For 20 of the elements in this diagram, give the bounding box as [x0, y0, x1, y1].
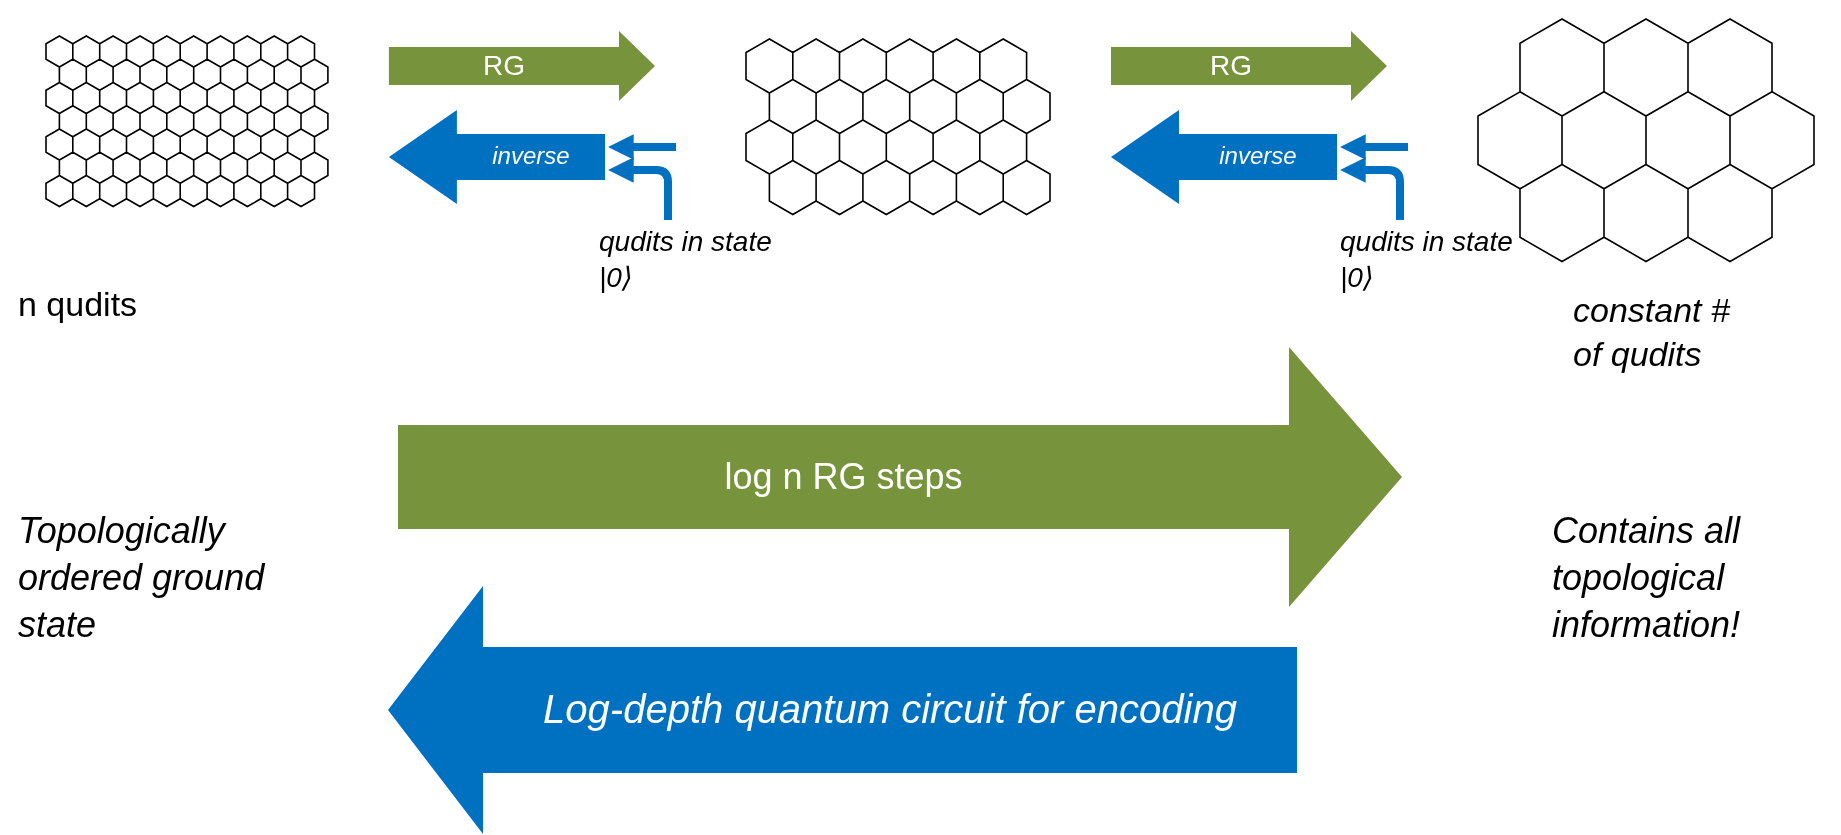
node-text: Contains all topological information! [1552, 508, 1832, 649]
edge-label: RG [481, 48, 526, 83]
block-arrow [1110, 31, 1387, 101]
block-arrow [388, 110, 605, 204]
block-arrow [388, 586, 1297, 834]
node-text: qudits in state |0⟩ [1340, 224, 1520, 297]
block-arrow [388, 31, 655, 101]
block-arrow [398, 347, 1402, 607]
caption-text: constant # of qudits [1573, 290, 1732, 376]
honeycomb-lattice-drawing [45, 35, 329, 208]
honeycomb-lattice-drawing [745, 38, 1051, 216]
node-text: Topologically ordered ground state [18, 508, 338, 649]
caption-text: n qudits [18, 284, 139, 325]
block-arrow [1110, 110, 1337, 204]
edge-label: Log-depth quantum circuit for encoding [542, 686, 1238, 734]
node-text: qudits in state |0⟩ [599, 224, 784, 297]
edge-label: RG [1208, 48, 1253, 83]
edge-label: log n RG steps [723, 454, 964, 498]
edge-label: inverse [1218, 142, 1298, 171]
edge-label: inverse [491, 142, 571, 171]
